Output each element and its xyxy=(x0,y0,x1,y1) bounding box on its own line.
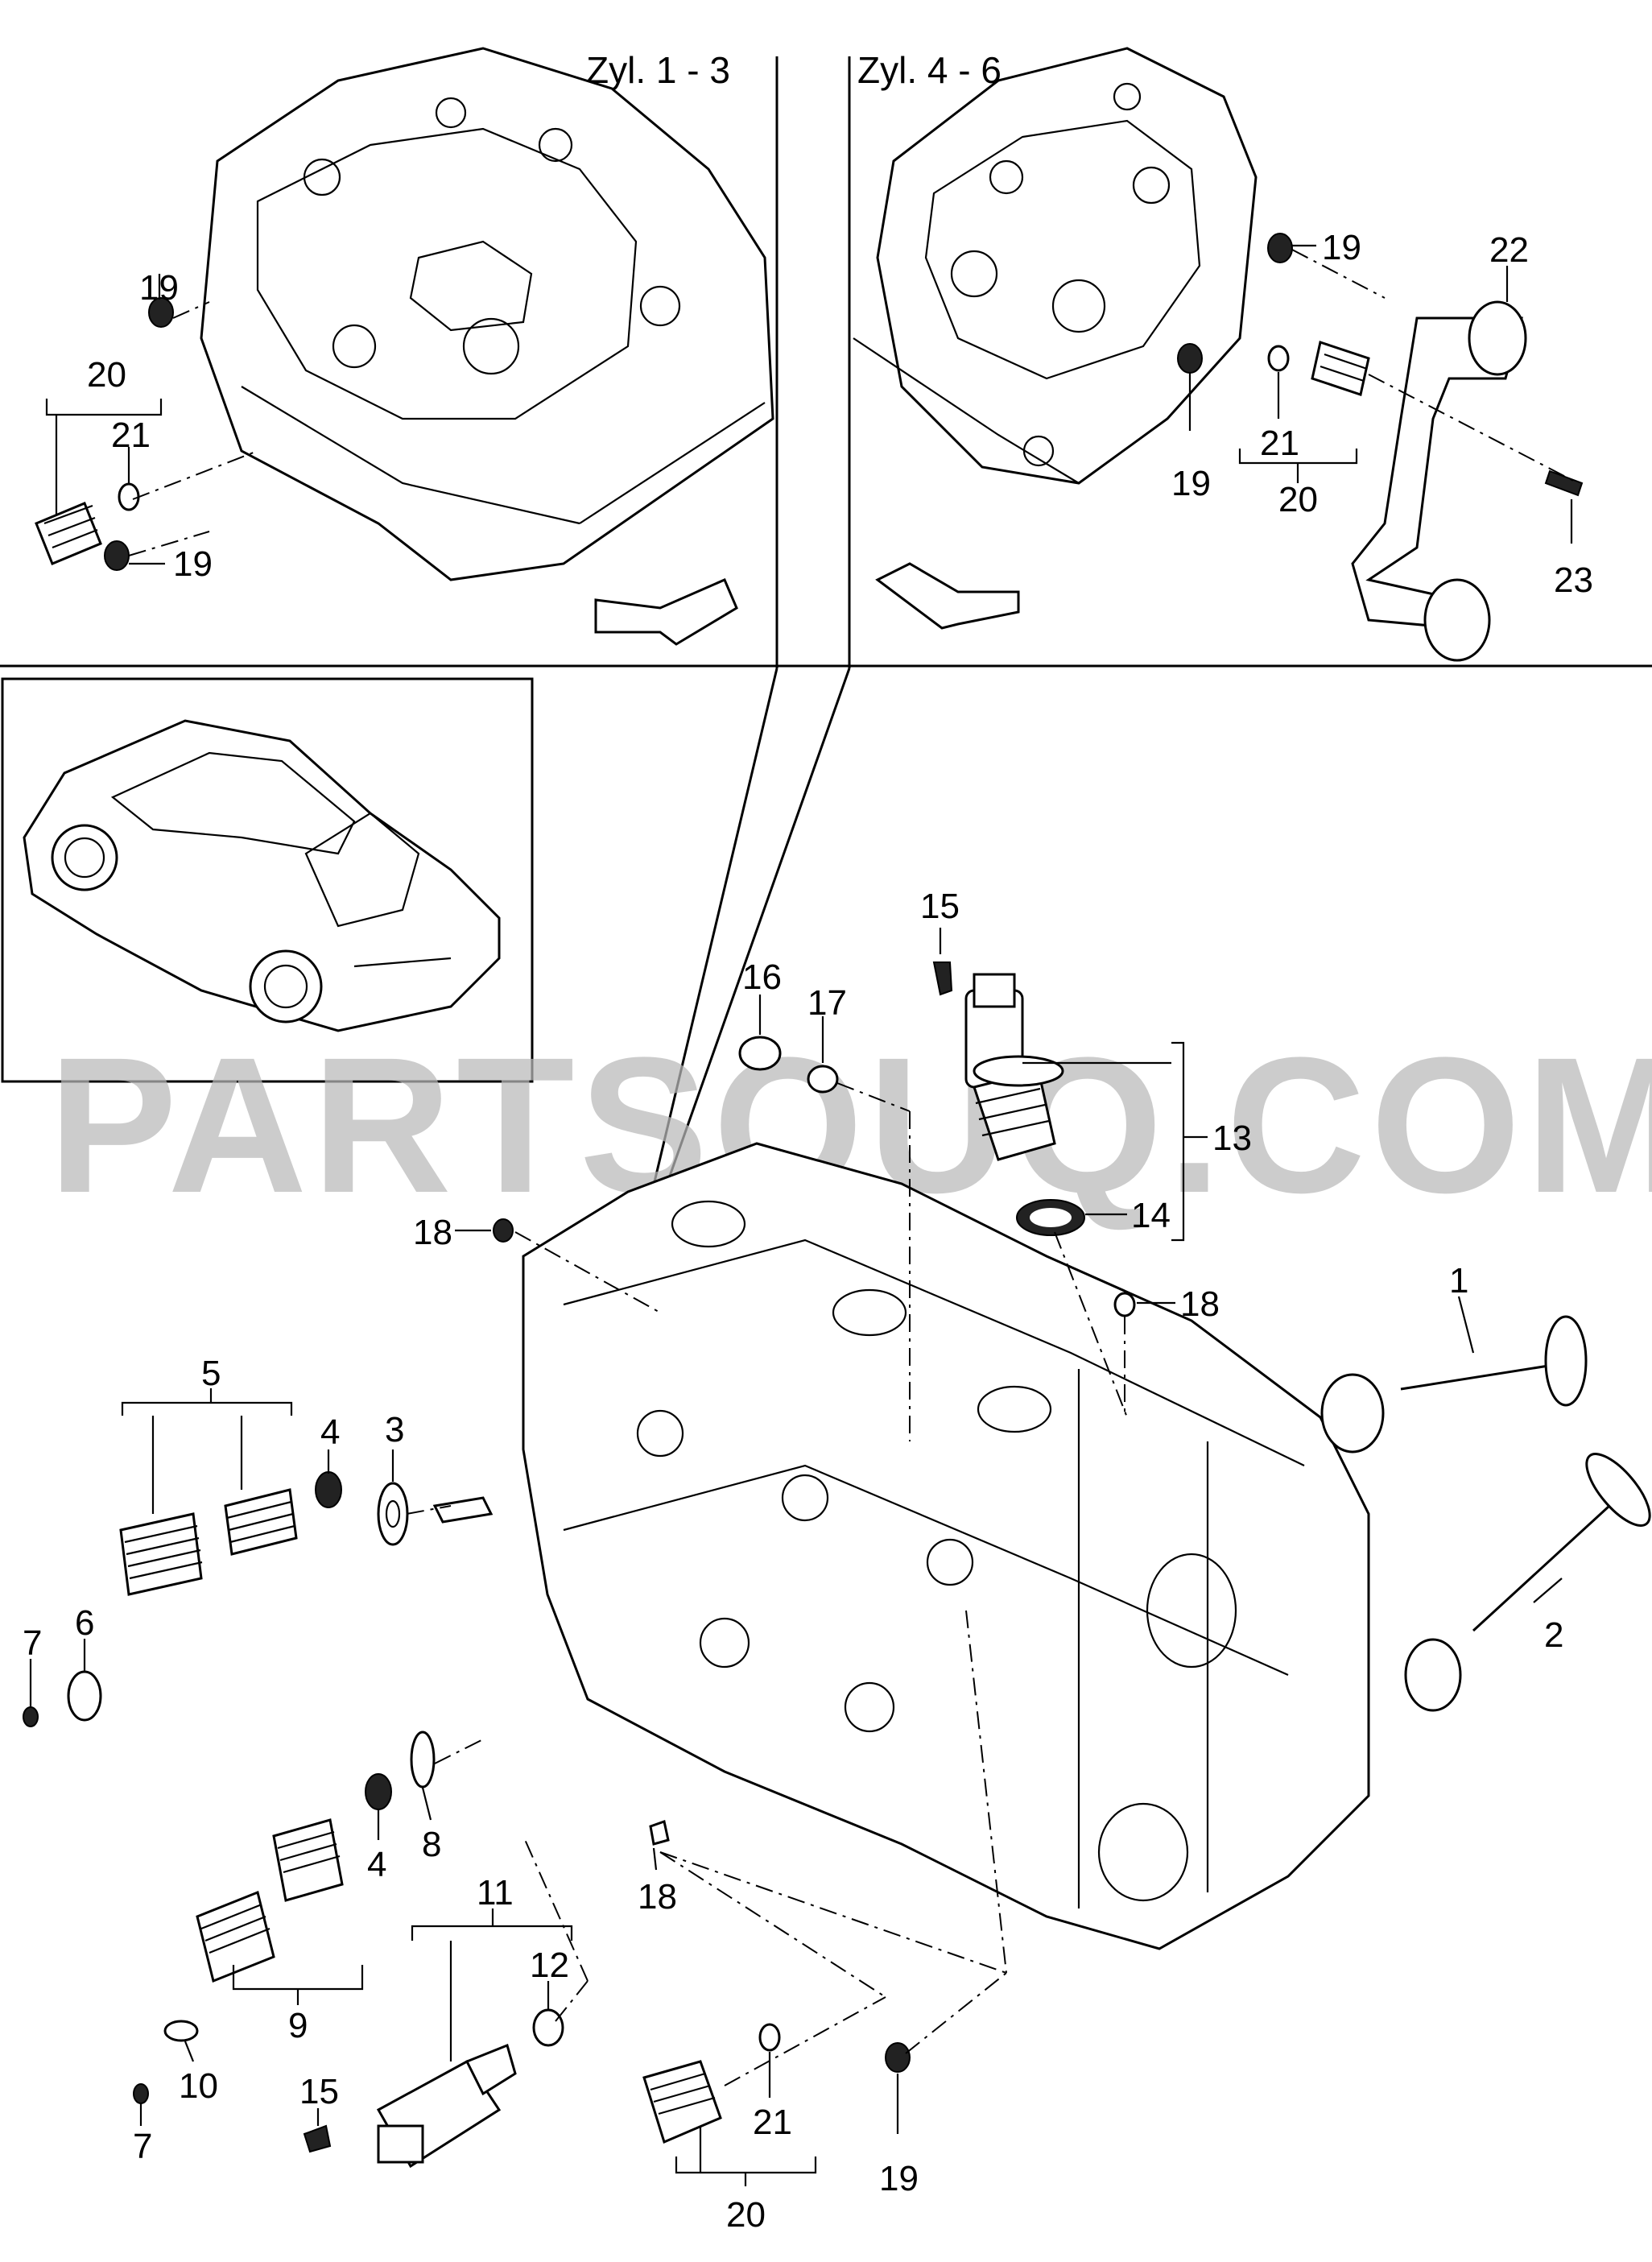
part-7-plug-upper xyxy=(23,1706,39,1727)
part-16-plug xyxy=(738,1036,782,1071)
part-21-o-ring-right xyxy=(1267,345,1290,372)
part-18-plug-b xyxy=(1113,1292,1136,1317)
callout-8: 8 xyxy=(422,1825,441,1864)
part-3-spring-retainer xyxy=(377,1482,494,1546)
part-11-solenoid-valve xyxy=(376,2043,517,2169)
assembly-lines xyxy=(128,249,1579,2086)
callout-19-b: 19 xyxy=(173,544,213,584)
callout-20-right: 20 xyxy=(1278,480,1318,519)
callout-14: 14 xyxy=(1131,1196,1171,1235)
callout-20-bottom: 20 xyxy=(726,2195,766,2235)
part-18-plug-a xyxy=(493,1218,514,1243)
callout-19-a: 19 xyxy=(139,268,179,308)
part-2-exhaust-valve xyxy=(1404,1453,1651,1712)
callout-16: 16 xyxy=(742,957,782,997)
part-19-plug-d xyxy=(1177,343,1203,374)
callout-4-upper: 4 xyxy=(320,1412,340,1452)
callout-23: 23 xyxy=(1554,560,1593,600)
callout-9: 9 xyxy=(288,2006,308,2045)
part-19-plug-a xyxy=(148,297,174,328)
callout-1: 1 xyxy=(1449,1261,1468,1301)
part-21-o-ring-bottom xyxy=(758,2023,781,2052)
callout-2: 2 xyxy=(1544,1615,1563,1655)
callout-21-right: 21 xyxy=(1260,424,1299,463)
part-20-solenoid-right xyxy=(1311,341,1370,396)
part-20-solenoid-left xyxy=(35,502,102,565)
part-6-spring-seat xyxy=(67,1670,102,1722)
part-15-bolt-upper xyxy=(932,961,953,996)
part-1-intake-valve xyxy=(1320,1315,1588,1454)
callout-17: 17 xyxy=(807,983,847,1023)
callout-4-lower: 4 xyxy=(367,1845,386,1884)
callout-10: 10 xyxy=(179,2066,218,2106)
callout-22: 22 xyxy=(1489,230,1529,270)
part-4-valve-keeper-lower xyxy=(365,1773,392,1810)
part-23-bolt xyxy=(1544,469,1584,497)
part-19-plug-e xyxy=(885,2042,911,2073)
engine-block-cyl-1-3 xyxy=(200,47,774,581)
arrow-left-panel-icon xyxy=(594,578,738,646)
vehicle-inset xyxy=(1,677,534,1083)
engine-block-cyl-4-6 xyxy=(853,47,1258,485)
part-7-plug-lower xyxy=(133,2083,149,2104)
cylinder-head xyxy=(522,1142,1370,1950)
leader-lines xyxy=(29,244,1573,2186)
callout-labels: 1 2 3 4 4 5 6 7 7 8 9 10 11 12 13 14 15 … xyxy=(23,228,1593,2235)
part-5-valve-springs xyxy=(119,1488,298,1596)
part-8-retainer xyxy=(410,1731,436,1789)
callout-12: 12 xyxy=(530,1946,569,1985)
part-20-solenoid-bottom xyxy=(642,2060,722,2144)
callout-15-lower: 15 xyxy=(299,2072,339,2111)
part-22-bracket xyxy=(1351,300,1527,662)
callout-5: 5 xyxy=(201,1354,221,1393)
callout-7-lower: 7 xyxy=(133,2127,152,2166)
callout-19-d: 19 xyxy=(1171,464,1211,503)
callout-11: 11 xyxy=(477,1873,514,1913)
part-17-o-ring xyxy=(807,1065,839,1094)
callout-18-bottom: 18 xyxy=(638,1877,677,1917)
part-15-bolt-lower xyxy=(303,2124,332,2153)
callout-21-left: 21 xyxy=(111,416,151,455)
part-19-plug-c xyxy=(1267,233,1293,263)
part-18-plug-c xyxy=(649,1820,670,1846)
callout-15-upper: 15 xyxy=(920,887,960,926)
callout-21-bottom: 21 xyxy=(753,2103,792,2142)
part-4-valve-keeper-upper xyxy=(315,1471,342,1508)
callout-20-left: 20 xyxy=(87,355,126,395)
callout-3: 3 xyxy=(385,1410,404,1449)
callout-7-upper: 7 xyxy=(23,1623,42,1663)
callout-13: 13 xyxy=(1212,1119,1252,1158)
part-9-valve-springs xyxy=(196,1818,344,1983)
arrow-right-panel-icon xyxy=(875,562,1020,630)
part-19-plug-b xyxy=(104,540,130,571)
callout-18-left: 18 xyxy=(413,1213,452,1252)
part-10-spring-seat xyxy=(163,2020,199,2042)
left-panel-header: Zyl. 1 - 3 xyxy=(586,49,730,91)
callout-19-e: 19 xyxy=(879,2159,919,2198)
callout-18-right: 18 xyxy=(1180,1284,1220,1324)
callout-6: 6 xyxy=(75,1603,94,1643)
callout-19-c: 19 xyxy=(1322,228,1361,267)
panel-dividers xyxy=(0,56,1652,1193)
part-21-o-ring-left xyxy=(118,482,140,511)
right-panel-header: Zyl. 4 - 6 xyxy=(857,49,1002,91)
part-12-o-ring xyxy=(532,2008,564,2047)
